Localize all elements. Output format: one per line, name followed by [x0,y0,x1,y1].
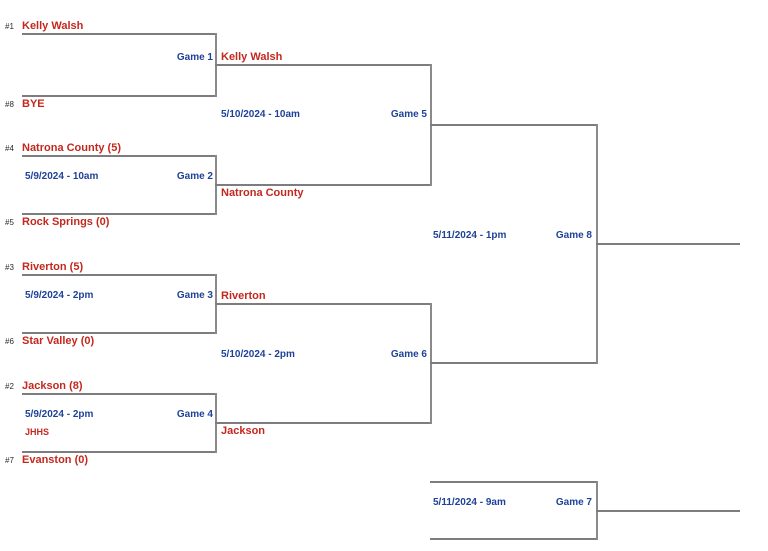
game1-info-row: Game 1 [25,52,213,63]
game1-bottom-slot: #8 BYE [5,98,45,110]
game8-info-row: 5/11/2024 - 1pm Game 8 [433,230,592,241]
team-name: Star Valley (0) [22,335,95,347]
game5-datetime: 5/10/2024 - 10am [221,109,300,120]
game4-bottom-slot: #7 Evanston (0) [5,454,88,466]
seed-label: #6 [5,337,14,346]
game8-label: Game 8 [555,230,592,241]
game3-datetime: 5/9/2024 - 2pm [25,290,94,301]
game7-info-row: 5/11/2024 - 9am Game 7 [433,497,592,508]
game7-top-line [430,481,596,483]
team-name: Jackson (8) [22,380,83,392]
game6-winner-line [430,362,596,364]
game6-top-winner: Riverton [221,290,266,302]
game3-label: Game 3 [176,290,213,301]
game2-info-row: 5/9/2024 - 10am Game 2 [25,171,213,182]
game4-datetime: 5/9/2024 - 2pm [25,409,94,420]
seed-label: #4 [5,144,14,153]
team-name: Rock Springs (0) [22,216,110,228]
team-name: BYE [22,98,45,110]
seed-label: #8 [5,100,14,109]
game5-winner-line [430,124,596,126]
seed-label: #7 [5,456,14,465]
game7-label: Game 7 [555,497,592,508]
game5-info-row: 5/10/2024 - 10am Game 5 [221,109,427,120]
game7-winner-line [596,510,740,512]
game6-datetime: 5/10/2024 - 2pm [221,349,295,360]
game7-bottom-line [430,538,596,540]
game5-top-winner: Kelly Walsh [221,51,283,63]
seed-label: #5 [5,218,14,227]
team-name: Natrona County (5) [22,142,121,154]
game1-bottom-line [22,95,215,97]
game4-label: Game 4 [176,409,213,420]
game1-top-line [22,33,215,35]
game4-top-slot: #2 Jackson (8) [5,380,83,392]
game2-top-slot: #4 Natrona County (5) [5,142,121,154]
game1-label: Game 1 [176,52,213,63]
game6-label: Game 6 [390,349,427,360]
game5-bottom-winner: Natrona County [221,187,304,199]
game6-info-row: 5/10/2024 - 2pm Game 6 [221,349,427,360]
game3-winner-line [215,303,430,305]
game4-top-line [22,393,215,395]
game2-label: Game 2 [176,171,213,182]
seed-label: #2 [5,382,14,391]
game6-bottom-winner: Jackson [221,425,266,437]
team-name: Evanston (0) [22,454,89,466]
game3-top-line [22,274,215,276]
game8-champion-line [596,243,740,245]
team-name: Kelly Walsh [22,20,84,32]
game4-info-row: 5/9/2024 - 2pm Game 4 [25,409,213,420]
game3-info-row: 5/9/2024 - 2pm Game 3 [25,290,213,301]
game4-bottom-line [22,451,215,453]
game1-winner-line [215,64,430,66]
game2-bottom-line [22,213,215,215]
game2-bottom-slot: #5 Rock Springs (0) [5,216,109,228]
game4-venue: JHHS [25,427,50,437]
team-name: Riverton (5) [22,261,84,273]
game1-top-slot: #1 Kelly Walsh [5,20,83,32]
game3-top-slot: #3 Riverton (5) [5,261,83,273]
game2-datetime: 5/9/2024 - 10am [25,171,99,182]
game3-bottom-line [22,332,215,334]
game2-top-line [22,155,215,157]
seed-label: #1 [5,22,14,31]
seed-label: #3 [5,263,14,272]
game2-winner-line [215,184,430,186]
game4-winner-line [215,422,430,424]
game3-bottom-slot: #6 Star Valley (0) [5,335,94,347]
game8-datetime: 5/11/2024 - 1pm [433,230,507,241]
game7-datetime: 5/11/2024 - 9am [433,497,506,508]
game5-label: Game 5 [390,109,427,120]
